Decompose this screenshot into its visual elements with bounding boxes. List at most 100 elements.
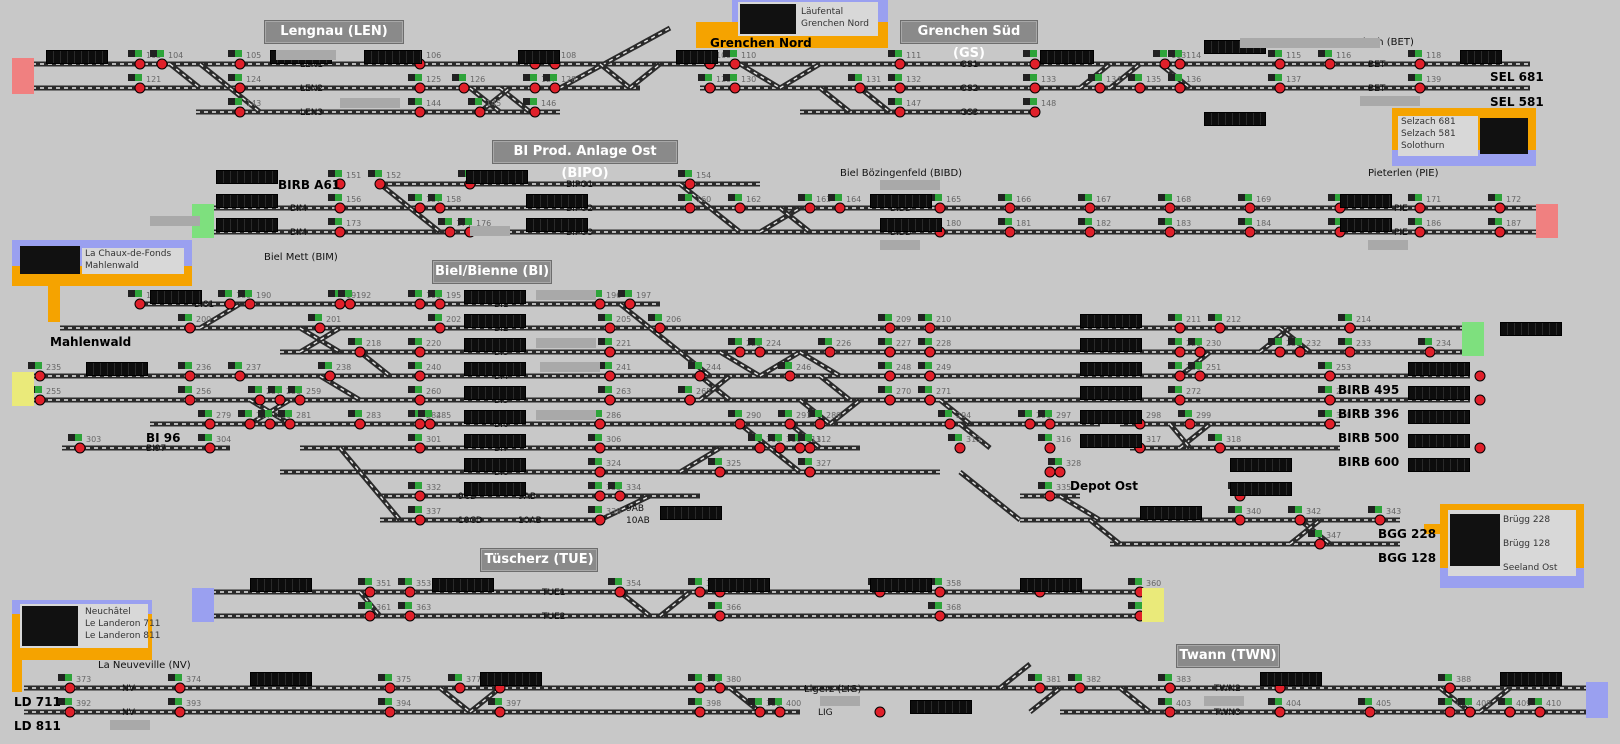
signal-167[interactable]: 167 <box>1078 194 1111 214</box>
signal-403[interactable]: 403 <box>1158 698 1191 718</box>
signal-124[interactable]: 124 <box>228 74 261 94</box>
signal-291[interactable]: 291 <box>778 410 811 430</box>
signal-240[interactable]: 240 <box>408 362 441 382</box>
signal-313[interactable]: 313 <box>948 434 981 454</box>
signal-244[interactable]: 244 <box>688 362 721 382</box>
signal-297[interactable]: 297 <box>1038 410 1071 430</box>
signal-226[interactable]: 226 <box>818 338 851 358</box>
signal-409[interactable]: 409 <box>1498 698 1531 718</box>
signal-301[interactable]: 301 <box>408 434 441 454</box>
signal-237[interactable]: 237 <box>228 362 261 382</box>
signal-110[interactable]: 110 <box>723 50 756 70</box>
signal-342[interactable]: 342 <box>1288 506 1321 526</box>
signal-235[interactable]: 235 <box>28 362 61 382</box>
signal-324[interactable]: 324 <box>588 458 621 478</box>
zone-selzach[interactable]: Selzach 681 Selzach 581 Solothurn <box>1392 108 1536 166</box>
signal-410[interactable]: 410 <box>1528 698 1561 718</box>
signal-299[interactable]: 299 <box>1178 410 1211 430</box>
signal-236[interactable]: 236 <box>178 362 211 382</box>
signal-375[interactable]: 375 <box>378 674 411 694</box>
signal-139[interactable]: 139 <box>1408 74 1441 94</box>
signal-392[interactable]: 392 <box>58 698 91 718</box>
signal-214[interactable]: 214 <box>1338 314 1371 334</box>
signal-335[interactable]: 335 <box>1038 482 1071 502</box>
signal-394[interactable]: 394 <box>378 698 411 718</box>
signal-173[interactable]: 173 <box>328 218 361 238</box>
signal-334[interactable]: 334 <box>608 482 641 502</box>
signal-343[interactable]: 343 <box>1368 506 1401 526</box>
zone-bruegg[interactable]: Brügg 228 Brügg 128 Seeland Ost <box>1424 504 1584 588</box>
signal-201[interactable]: 201 <box>308 314 341 334</box>
signal-263[interactable]: 263 <box>598 386 631 406</box>
signal-146[interactable]: 146 <box>523 98 556 118</box>
signal-166[interactable]: 166 <box>998 194 1031 214</box>
zone-la-chaux-de-fonds[interactable]: La Chaux-de-Fonds Mahlenwald <box>12 240 192 322</box>
signal-lamp-2[interactable] <box>1474 394 1486 406</box>
signal-126[interactable]: 126 <box>452 74 485 94</box>
signal-272[interactable]: 272 <box>1168 386 1201 406</box>
signal-328[interactable]: 328 <box>1048 458 1081 478</box>
signal-325[interactable]: 325 <box>708 458 741 478</box>
signal-232[interactable]: 232 <box>1288 338 1321 358</box>
signal-202[interactable]: 202 <box>428 314 461 334</box>
signal-279[interactable]: 279 <box>198 410 231 430</box>
signal-121[interactable]: 121 <box>128 74 161 94</box>
signal-397[interactable]: 397 <box>488 698 521 718</box>
signal-105[interactable]: 105 <box>228 50 261 70</box>
signal-134[interactable]: 134 <box>1088 74 1121 94</box>
signal-135[interactable]: 135 <box>1128 74 1161 94</box>
signal-404[interactable]: 404 <box>1268 698 1301 718</box>
signal-137[interactable]: 137 <box>1268 74 1301 94</box>
signal-246[interactable]: 246 <box>778 362 811 382</box>
signal-205[interactable]: 205 <box>598 314 631 334</box>
zone-grenchen-nord[interactable]: Läufental Grenchen Nord <box>696 0 888 48</box>
signal-154[interactable]: 154 <box>678 170 711 190</box>
signal-227[interactable]: 227 <box>878 338 911 358</box>
signal-251[interactable]: 251 <box>1188 362 1221 382</box>
signal-259[interactable]: 259 <box>288 386 321 406</box>
signal-241[interactable]: 241 <box>598 362 631 382</box>
signal-230[interactable]: 230 <box>1188 338 1221 358</box>
signal-260[interactable]: 260 <box>408 386 441 406</box>
signal-316[interactable]: 316 <box>1038 434 1071 454</box>
signal-169[interactable]: 169 <box>1238 194 1271 214</box>
signal-233[interactable]: 233 <box>1338 338 1371 358</box>
signal-209[interactable]: 209 <box>878 314 911 334</box>
signal-111[interactable]: 111 <box>888 50 921 70</box>
signal-128[interactable]: 128 <box>543 74 576 94</box>
signal-206[interactable]: 206 <box>648 314 681 334</box>
signal-383[interactable]: 383 <box>1158 674 1191 694</box>
signal-132[interactable]: 132 <box>888 74 921 94</box>
signal-312[interactable]: 312 <box>798 434 831 454</box>
signal-388[interactable]: 388 <box>1438 674 1471 694</box>
signal-125[interactable]: 125 <box>408 74 441 94</box>
signal-211[interactable]: 211 <box>1168 314 1201 334</box>
signal-218[interactable]: 218 <box>348 338 381 358</box>
signal-layer[interactable]: 1031041051061071081091101111121131141151… <box>20 50 1561 718</box>
signal-271[interactable]: 271 <box>918 386 951 406</box>
signal-327[interactable]: 327 <box>798 458 831 478</box>
signal-294[interactable]: 294 <box>938 410 971 430</box>
signal-192[interactable]: 192 <box>338 290 371 310</box>
signal-221[interactable]: 221 <box>598 338 631 358</box>
signal-172[interactable]: 172 <box>1488 194 1521 214</box>
signal-200[interactable]: 200 <box>178 314 211 334</box>
signal-144[interactable]: 144 <box>408 98 441 118</box>
signal-270[interactable]: 270 <box>878 386 911 406</box>
signal-182[interactable]: 182 <box>1078 218 1111 238</box>
signal-256[interactable]: 256 <box>178 386 211 406</box>
signal-136[interactable]: 136 <box>1168 74 1201 94</box>
signal-290[interactable]: 290 <box>728 410 761 430</box>
signal-306[interactable]: 306 <box>588 434 621 454</box>
signal-318[interactable]: 318 <box>1208 434 1241 454</box>
signal-289[interactable]: 289 <box>808 410 841 430</box>
signal-274[interactable]: 274 <box>1318 386 1351 406</box>
signal-186[interactable]: 186 <box>1408 218 1441 238</box>
signal-265[interactable]: 265 <box>678 386 711 406</box>
signal-163[interactable]: 163 <box>798 194 831 214</box>
signal-354[interactable]: 354 <box>608 578 641 598</box>
signal-303[interactable]: 303 <box>68 434 101 454</box>
signal-381[interactable]: 381 <box>1028 674 1061 694</box>
signal-183[interactable]: 183 <box>1158 218 1191 238</box>
signal-162[interactable]: 162 <box>728 194 761 214</box>
